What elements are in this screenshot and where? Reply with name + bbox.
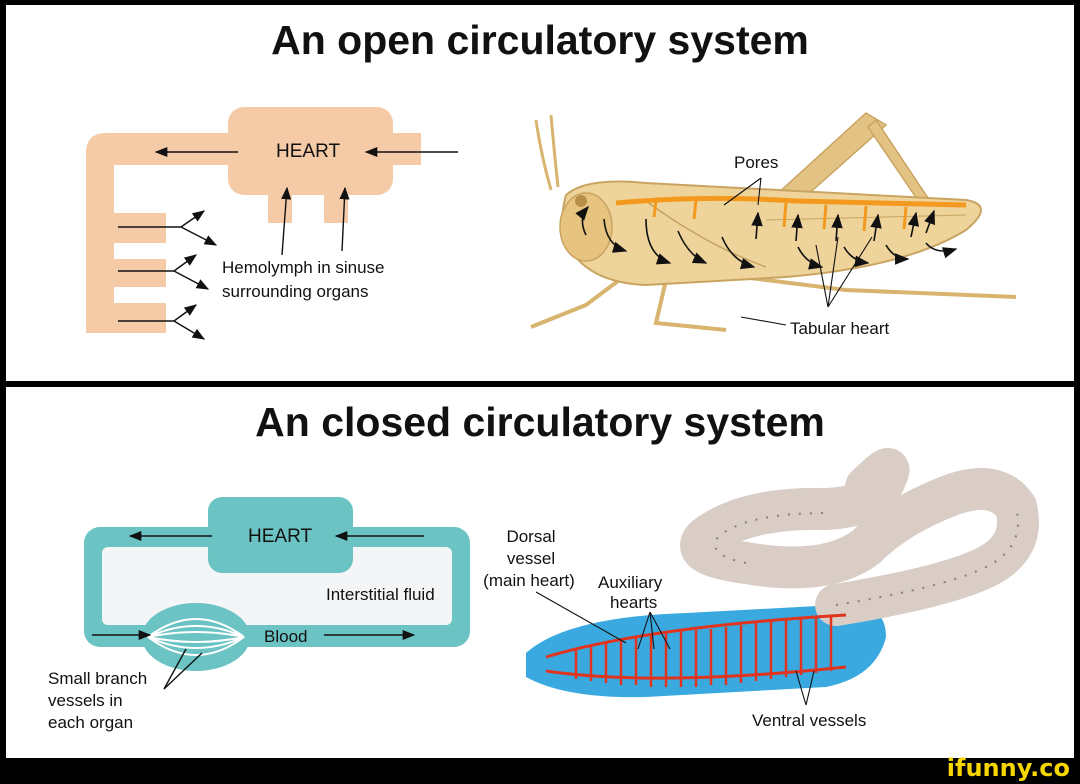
earthworm-illustration — [526, 448, 1039, 706]
dorsal-vessel-label-3: (main heart) — [483, 571, 575, 590]
grasshopper-illustration — [530, 112, 1017, 332]
small-branch-label-1: Small branch — [48, 669, 148, 688]
auxiliary-hearts-label-2: hearts — [610, 593, 658, 612]
hemolymph-label-line1: Hemolymph in sinuse — [222, 258, 385, 277]
dorsal-vessel-label-2: vessel — [506, 549, 556, 568]
ventral-vessels-label: Ventral vessels — [752, 711, 867, 730]
open-system-title: An open circulatory system — [271, 17, 809, 63]
pores-label: Pores — [734, 153, 779, 172]
auxiliary-hearts-label-1: Auxiliary — [598, 573, 663, 592]
tubular-heart-label: Tabular heart — [790, 319, 890, 338]
open-heart-diagram — [86, 107, 421, 333]
closed-flow-arrows — [92, 530, 424, 690]
open-system-panel: An open circulatory system — [6, 5, 1074, 381]
closed-system-title: An closed circulatory system — [255, 399, 825, 445]
dorsal-vessel-label-1: Dorsal — [506, 527, 556, 546]
blood-label: Blood — [264, 627, 308, 646]
hemolymph-label-line2: surrounding organs — [222, 282, 369, 301]
open-heart-label: HEART — [276, 141, 341, 162]
small-branch-label-3: each organ — [48, 713, 134, 732]
open-system-graphics — [86, 107, 1017, 340]
open-flow-arrows — [118, 146, 458, 340]
closed-system-panel: An closed circulatory system — [6, 387, 1074, 758]
interstitial-fluid-label: Interstitial fluid — [326, 585, 435, 604]
closed-heart-label: HEART — [248, 526, 313, 547]
small-branch-label-2: vessels in — [48, 691, 123, 710]
closed-system-graphics — [84, 448, 1039, 706]
closed-heart-diagram — [84, 497, 470, 671]
ifunny-watermark: ifunny.co — [946, 754, 1070, 782]
